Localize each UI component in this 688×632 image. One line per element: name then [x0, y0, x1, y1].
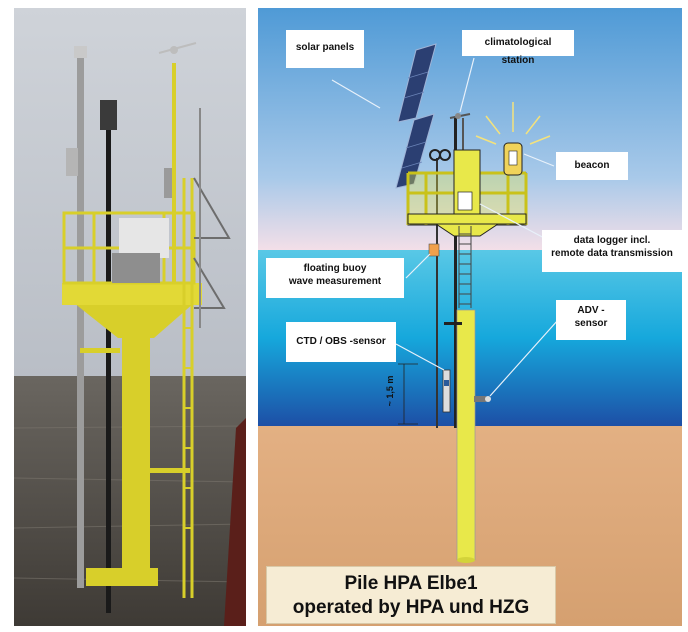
- label-data-logger-line1: data logger incl.: [573, 235, 651, 246]
- label-floating-buoy: floating buoy wave measurement: [266, 258, 404, 298]
- pile-photograph: [14, 8, 246, 626]
- label-depth: ~ 1,5 m: [385, 375, 395, 407]
- floating-buoy-graphic: [428, 243, 440, 257]
- label-climatological-station: climatological station: [462, 30, 574, 66]
- title-line1: Pile HPA Elbe1: [344, 573, 478, 594]
- solar-panels-graphic: [395, 43, 437, 189]
- label-adv-sensor-line1: ADV -: [577, 305, 605, 316]
- ladder-graphic: [458, 226, 472, 308]
- label-ctd-obs-sensor: CTD / OBS -sensor: [286, 322, 396, 362]
- label-floating-buoy-line1: floating buoy: [303, 263, 367, 274]
- climatological-station-graphic: [449, 113, 471, 119]
- data-logger-graphic: [453, 149, 481, 215]
- adv-sensor-graphic: [474, 396, 491, 402]
- label-adv-sensor: ADV - sensor: [556, 300, 626, 340]
- label-data-logger: data logger incl. remote data transmissi…: [542, 230, 682, 272]
- pile-column: [456, 309, 476, 561]
- label-beacon: beacon: [556, 152, 628, 180]
- title-line2: operated by HPA und HZG: [292, 597, 530, 618]
- label-solar-panels: solar panels: [286, 30, 364, 68]
- title-box: Pile HPA Elbe1 operated by HPA und HZG: [266, 566, 556, 624]
- beacon-graphic: [475, 102, 551, 176]
- label-floating-buoy-line2: wave measurement: [288, 276, 382, 287]
- label-data-logger-line2: remote data transmission: [551, 248, 673, 259]
- ctd-sensor-graphic: [442, 369, 451, 413]
- label-adv-sensor-line2: sensor: [574, 318, 608, 329]
